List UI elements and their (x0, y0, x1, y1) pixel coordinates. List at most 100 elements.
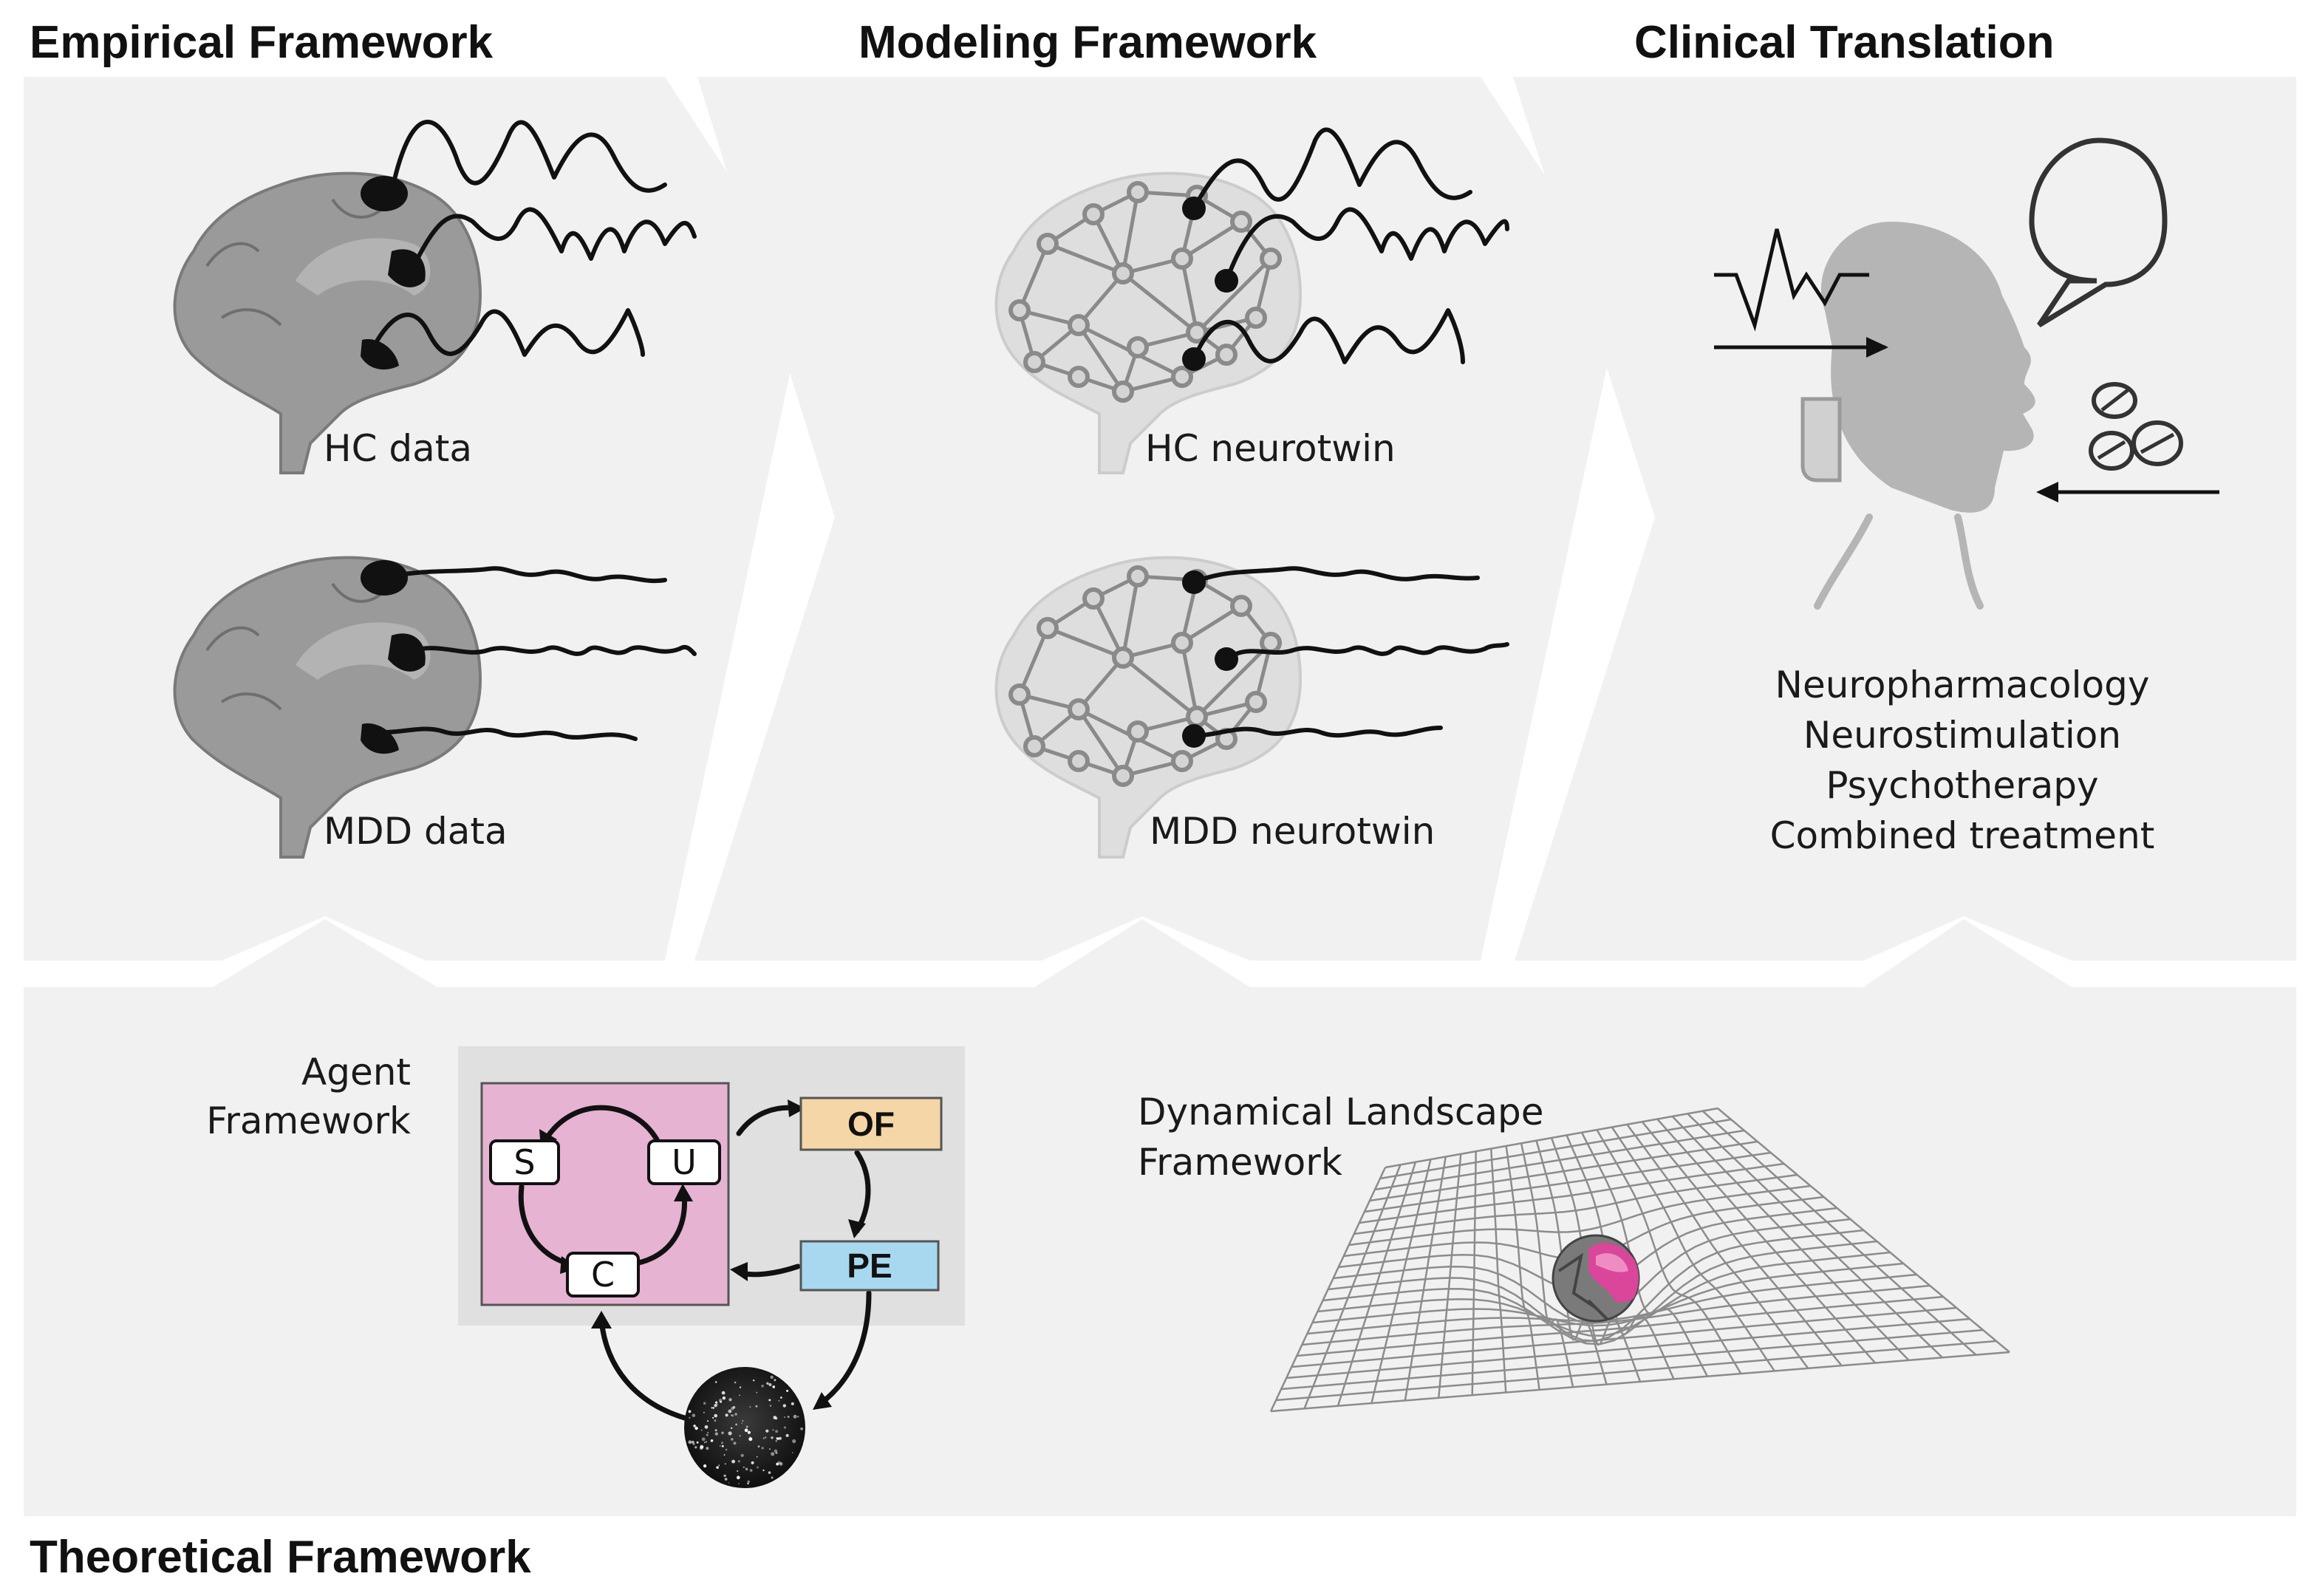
star (696, 1441, 699, 1444)
pharmacology-arrow (2036, 482, 2219, 502)
grid-line (1291, 1306, 1957, 1368)
star (716, 1466, 719, 1469)
star (715, 1401, 718, 1404)
star (786, 1389, 789, 1392)
mdd-brain-illustration (173, 556, 482, 859)
grid-line (1611, 1126, 1775, 1372)
star (720, 1445, 721, 1447)
star (723, 1454, 726, 1456)
star (707, 1420, 709, 1422)
svg-text:OF: OF (847, 1105, 895, 1143)
pills-icon (2089, 382, 2183, 471)
landscape-title-line1: Dynamical Landscape (1138, 1091, 1544, 1133)
star (692, 1440, 694, 1444)
star (737, 1476, 740, 1479)
grid-line (1566, 1134, 1675, 1380)
star (762, 1437, 765, 1439)
grid-line (1687, 1113, 1943, 1359)
star (744, 1428, 748, 1432)
star (749, 1406, 751, 1408)
star (694, 1426, 698, 1430)
star (706, 1447, 709, 1450)
star (718, 1399, 723, 1402)
star (716, 1404, 718, 1406)
star (693, 1425, 696, 1428)
star (738, 1483, 740, 1484)
star (714, 1413, 717, 1418)
star (747, 1480, 750, 1483)
star (718, 1464, 720, 1467)
star (723, 1474, 726, 1477)
star (707, 1432, 709, 1433)
star (748, 1437, 753, 1442)
star (739, 1394, 740, 1396)
grid-line (1580, 1132, 1709, 1377)
star (704, 1425, 709, 1429)
star (720, 1401, 722, 1403)
star (703, 1411, 705, 1413)
star (734, 1381, 737, 1384)
star (728, 1398, 732, 1402)
grid-line (1322, 1240, 1877, 1346)
agent-framework-title-line2: Framework (206, 1099, 411, 1142)
star (782, 1404, 787, 1408)
star (791, 1452, 793, 1453)
star (769, 1405, 772, 1407)
grid-line (1297, 1295, 1944, 1357)
grid-line (1286, 1317, 1970, 1380)
star (714, 1432, 718, 1436)
star (712, 1416, 714, 1419)
mdd-neurotwin-label: MDD neurotwin (1150, 810, 1435, 853)
star (721, 1431, 724, 1434)
star (714, 1429, 717, 1432)
star (728, 1482, 730, 1484)
star (730, 1427, 733, 1429)
star (765, 1429, 769, 1433)
star (766, 1382, 769, 1385)
star (784, 1416, 785, 1418)
star (725, 1448, 728, 1451)
star (768, 1448, 771, 1450)
star (780, 1396, 782, 1399)
star (712, 1407, 714, 1409)
grid-line (1656, 1118, 1877, 1364)
treatment-item: Neuropharmacology (1775, 664, 2150, 706)
star (731, 1438, 734, 1441)
star (776, 1462, 779, 1466)
star (688, 1440, 692, 1445)
star (770, 1375, 774, 1380)
star (757, 1445, 760, 1447)
of-box: OF (799, 1097, 943, 1151)
star (755, 1405, 758, 1408)
star (721, 1445, 724, 1447)
star (775, 1451, 778, 1454)
energy-landscape-grid (1269, 1107, 2010, 1413)
star (761, 1447, 764, 1450)
star (735, 1423, 737, 1426)
star (731, 1407, 734, 1411)
star (747, 1482, 749, 1485)
star (783, 1426, 786, 1429)
star (768, 1471, 771, 1474)
speech-bubble-icon (2029, 137, 2168, 327)
star (749, 1469, 753, 1472)
star (724, 1478, 728, 1481)
star (773, 1416, 777, 1419)
star (765, 1436, 767, 1439)
star (688, 1410, 692, 1413)
hc-neurotwin-waves (1192, 127, 1509, 364)
hc-data-waves (367, 120, 697, 357)
mdd-neurotwin-illustration (994, 556, 1303, 859)
star (699, 1447, 703, 1450)
grid-line (1312, 1262, 1904, 1327)
theoretical-header: Theoretical Framework (30, 1532, 531, 1583)
grid-line (1626, 1124, 1809, 1369)
star (725, 1413, 728, 1417)
pe-box: PE (799, 1240, 940, 1292)
star (739, 1435, 741, 1437)
star (711, 1407, 713, 1409)
star (776, 1437, 779, 1439)
star (737, 1470, 739, 1472)
star (740, 1453, 744, 1457)
